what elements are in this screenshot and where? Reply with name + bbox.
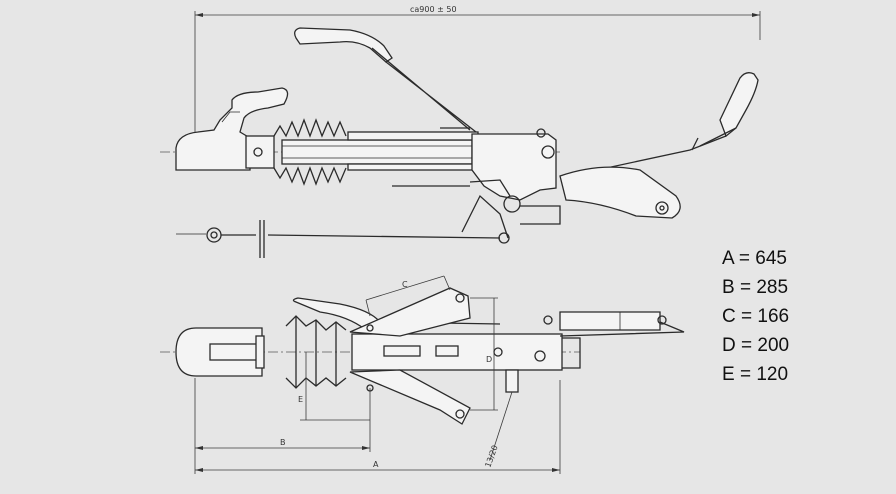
dimension-a-label: A [373, 460, 379, 469]
dimension-d-label: D [486, 355, 492, 364]
legend-item-a: A = 645 [722, 248, 787, 269]
overall-dimension-label: ca900 ± 50 [410, 5, 457, 14]
side-view: ca900 ± 50 [160, 5, 761, 258]
dimension-c-label: C [402, 280, 408, 289]
legend-item-b: B = 285 [722, 277, 789, 298]
legend-item-c: C = 166 [722, 306, 790, 327]
legend-item-d: D = 200 [722, 335, 790, 356]
bolt-dimension-label: 13/20 [483, 444, 499, 469]
plan-view: C D E B A 13/20 [160, 275, 685, 474]
dimension-legend: A = 645 B = 285 C = 166 D = 200 E = 120 [722, 244, 882, 389]
dimension-e-label: E [298, 395, 303, 404]
dimension-b-label: B [280, 438, 286, 447]
legend-item-e: E = 120 [722, 364, 789, 385]
